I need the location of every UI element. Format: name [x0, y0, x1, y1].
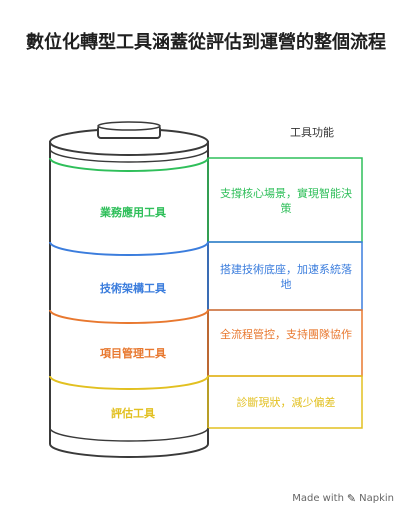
segment-business-label: 業務應用工具 — [100, 206, 166, 219]
segment-tech-arc — [49, 241, 209, 256]
segment-tech-function: 搭建技術底座，加速系統落地 — [220, 263, 352, 291]
napkin-credit[interactable]: Made with ✎ Napkin — [292, 492, 394, 505]
credit-brand: Napkin — [359, 493, 394, 504]
cylinder-cap-knob-top — [97, 121, 161, 131]
segment-assessment-label: 評估工具 — [111, 407, 155, 420]
segment-tech-label: 技術架構工具 — [100, 282, 166, 295]
diagram-title: 數位化轉型工具涵蓋從評估到運營的整個流程 — [26, 32, 386, 53]
cylinder-body — [49, 141, 209, 458]
credit-prefix: Made with — [292, 493, 344, 504]
segment-business-arc — [49, 157, 209, 172]
cylinder-bottom-ring — [49, 427, 209, 442]
segment-assessment-function-box — [207, 375, 363, 429]
segment-project-function-box — [207, 309, 363, 377]
cylinder-ring-1 — [49, 148, 209, 163]
segment-project-arc — [49, 309, 209, 324]
napkin-logo-icon: ✎ — [346, 492, 357, 505]
segment-project-label: 項目管理工具 — [100, 347, 166, 360]
segment-business-function: 支撐核心場景，實現智能決策 — [220, 187, 352, 215]
segment-assessment-arc — [49, 375, 209, 390]
function-column-header: 工具功能 — [290, 126, 334, 139]
segment-project-function: 全流程管控，支持團隊協作 — [220, 328, 352, 341]
segment-assessment-function: 診斷現狀，減少偏差 — [236, 396, 336, 409]
